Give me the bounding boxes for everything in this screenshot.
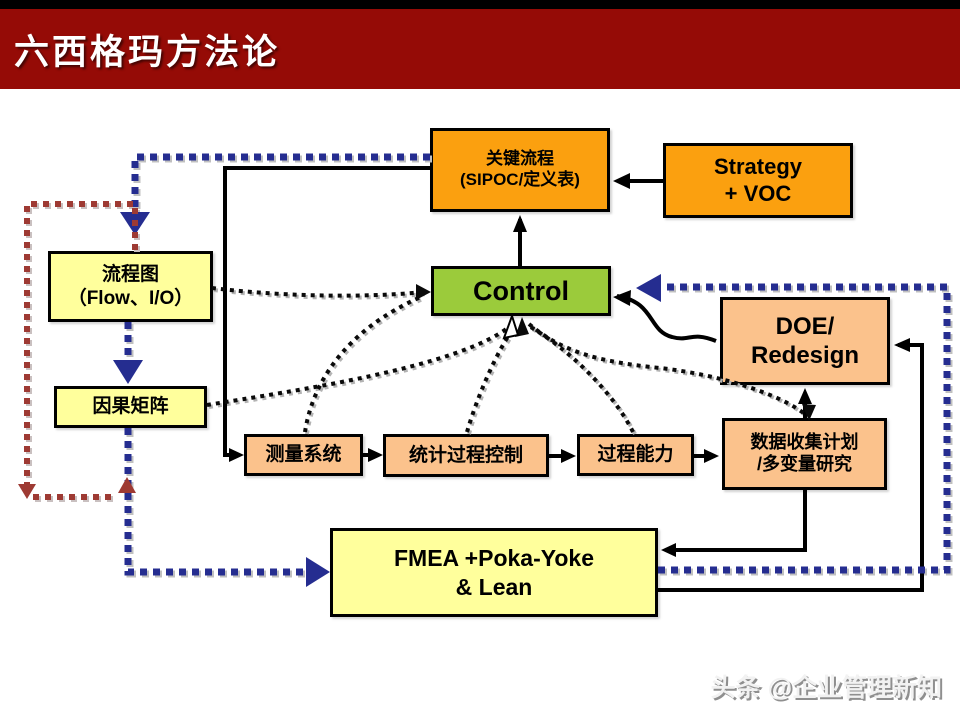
node-control: Control [431, 266, 611, 316]
node-measurement-system-label: 测量系统 [265, 444, 342, 466]
arrow-keyprocess-to-measure [223, 166, 430, 457]
node-data-collection-line2: /多变量研究 [756, 454, 852, 474]
node-flowchart: 流程图 （Flow、I/O） [48, 251, 213, 322]
hollow-arrowhead [502, 312, 520, 340]
node-doe-redesign: DOE/ Redesign [720, 297, 890, 385]
node-doe-line2: Redesign [750, 342, 860, 369]
red-arrowheads [18, 477, 136, 499]
node-fmea-line1: FMEA +Poka-Yoke [393, 545, 595, 572]
node-spc: 统计过程控制 [383, 434, 549, 477]
node-strategy-line2: + VOC [724, 180, 792, 206]
node-measurement-system: 测量系统 [244, 434, 363, 476]
arrow-datacollect-to-fmea [666, 490, 807, 552]
node-fmea-line2: & Lean [455, 573, 533, 600]
node-key-process: 关键流程 (SIPOC/定义表) [430, 128, 610, 212]
node-process-capability-label: 过程能力 [597, 444, 674, 466]
arrow-doe-to-control-curve [616, 294, 717, 343]
node-flowchart-line2: （Flow、I/O） [67, 287, 194, 309]
node-fmea-poka-yoke-lean: FMEA +Poka-Yoke & Lean [330, 528, 658, 617]
node-cause-effect-matrix-label: 因果矩阵 [92, 396, 169, 418]
node-data-collection: 数据收集计划 /多变量研究 [722, 418, 887, 490]
slide-header: 六西格玛方法论 [0, 9, 960, 89]
node-key-process-line1: 关键流程 [486, 149, 554, 169]
node-strategy-line1: Strategy [713, 153, 803, 179]
node-cause-effect-matrix: 因果矩阵 [54, 386, 207, 428]
node-flowchart-line1: 流程图 [101, 264, 159, 286]
node-key-process-line2: (SIPOC/定义表) [460, 170, 580, 189]
node-doe-line1: DOE/ [775, 312, 835, 340]
watermark: 头条 @企业管理新知 [710, 674, 942, 702]
node-spc-label: 统计过程控制 [408, 444, 523, 466]
red-dashed-connectors [27, 204, 135, 497]
node-data-collection-line1: 数据收集计划 [750, 432, 859, 453]
red-shadow [29, 206, 137, 499]
page-title: 六西格玛方法论 [14, 32, 281, 72]
node-control-label: Control [473, 275, 569, 306]
node-strategy-voc: Strategy + VOC [663, 143, 853, 218]
top-black-strip [0, 0, 960, 9]
node-process-capability: 过程能力 [577, 434, 694, 476]
